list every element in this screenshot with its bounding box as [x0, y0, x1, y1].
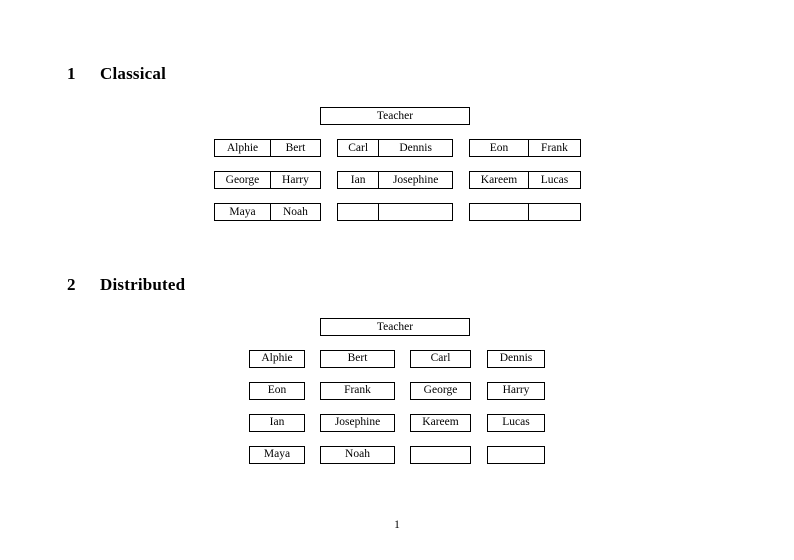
- name-cell: Josephine: [378, 172, 452, 188]
- name-cell: Harry: [269, 172, 320, 188]
- name-cell: Ian: [350, 174, 366, 186]
- name-cell: [527, 204, 580, 220]
- name-cell: Noah: [269, 204, 320, 220]
- name-cell: George: [225, 174, 260, 186]
- name-cell: [378, 204, 452, 220]
- section-1-number: 1: [67, 64, 76, 83]
- table-row: Kareem Lucas: [469, 171, 581, 189]
- name-cell: Josephine: [320, 414, 395, 432]
- name-cell: Dennis: [378, 140, 452, 156]
- name-cell: Noah: [320, 446, 395, 464]
- name-cell: Maya: [249, 446, 305, 464]
- name-cell: Bert: [320, 350, 395, 368]
- table-row: Eon Frank: [469, 139, 581, 157]
- teacher-box-distributed: Teacher: [320, 318, 470, 336]
- section-2-number: 2: [67, 275, 76, 294]
- name-cell: Alphie: [226, 142, 259, 154]
- table-row: Carl Dennis: [337, 139, 453, 157]
- name-cell: Kareem: [410, 414, 471, 432]
- section-1-title: Classical: [100, 64, 167, 83]
- name-cell: Frank: [320, 382, 395, 400]
- name-cell: Lucas: [527, 172, 580, 188]
- table-row: George Harry: [214, 171, 321, 189]
- table-row: Ian Josephine: [337, 171, 453, 189]
- name-cell: Kareem: [480, 174, 518, 186]
- name-cell: George: [410, 382, 471, 400]
- name-cell: [470, 204, 528, 220]
- name-cell: Frank: [527, 140, 580, 156]
- name-cell: Dennis: [487, 350, 545, 368]
- name-cell: Carl: [410, 350, 471, 368]
- table-row: [337, 203, 453, 221]
- name-cell: Maya: [229, 206, 256, 218]
- name-cell: Ian: [249, 414, 305, 432]
- name-cell: Eon: [249, 382, 305, 400]
- table-row: Alphie Bert: [214, 139, 321, 157]
- name-cell: Lucas: [487, 414, 545, 432]
- name-cell: Carl: [348, 142, 369, 154]
- name-cell: [487, 446, 545, 464]
- name-cell: [338, 204, 378, 220]
- name-cell: [410, 446, 471, 464]
- section-2-title: Distributed: [100, 275, 186, 294]
- table-row: Maya Noah: [214, 203, 321, 221]
- name-cell: Bert: [269, 140, 320, 156]
- table-row: [469, 203, 581, 221]
- teacher-box-classical: Teacher: [320, 107, 470, 125]
- name-cell: Harry: [487, 382, 545, 400]
- page-number: 1: [394, 519, 400, 531]
- name-cell: Eon: [489, 142, 509, 154]
- name-cell: Alphie: [249, 350, 305, 368]
